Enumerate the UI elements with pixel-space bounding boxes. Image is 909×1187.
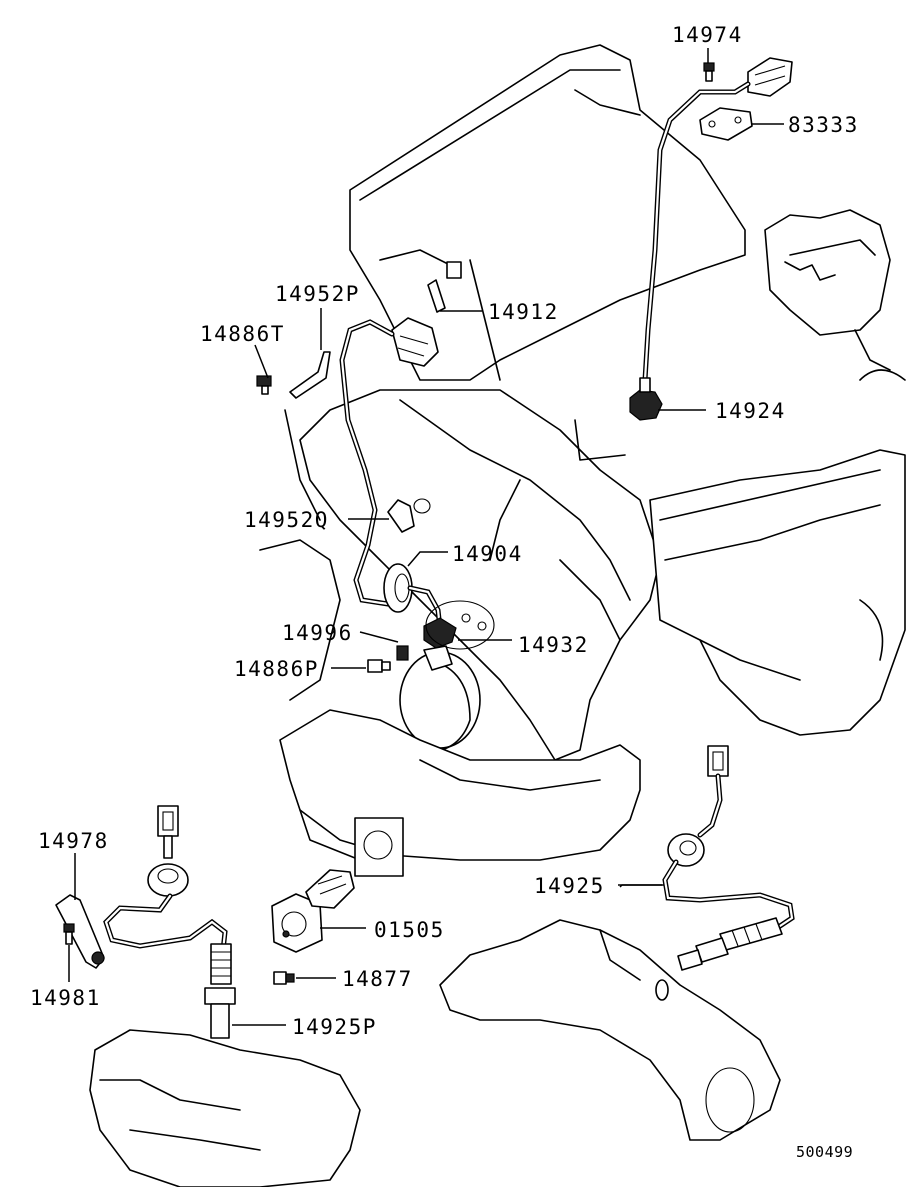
label-14924: 14924 (715, 399, 786, 423)
knock-sensor-14924-shape (629, 377, 663, 421)
part-number-labels: 14974 83333 14952P 14912 14886T 14924 14… (30, 23, 859, 1161)
bolt-14886T-shape (256, 375, 272, 395)
connector-top-shape (747, 57, 793, 97)
label-14952Q: 14952Q (244, 508, 329, 532)
clip-14952P-shape (289, 351, 331, 399)
bracket-14978-shape (55, 894, 105, 969)
grommet-left-shape (147, 863, 189, 897)
label-14877: 14877 (342, 967, 413, 991)
bolt-14886P-shape (367, 659, 391, 673)
leader-lines (68, 48, 784, 1026)
cam-sensor-01505-shape (271, 869, 355, 953)
label-14981: 14981 (30, 986, 101, 1010)
label-14996: 14996 (282, 621, 353, 645)
grommet-right-shape (667, 833, 705, 867)
connector-left-shape (157, 805, 179, 859)
label-14912: 14912 (488, 300, 559, 324)
part-shapes (55, 57, 795, 1039)
label-14978: 14978 (38, 829, 109, 853)
label-14925: 14925 (534, 874, 605, 898)
label-83333: 83333 (788, 113, 859, 137)
engine-block-illustration (89, 44, 906, 1187)
oxygen-sensor-14925-shape (677, 917, 783, 971)
washer-14996-shape (396, 645, 409, 661)
oxygen-sensor-14925P-shape (204, 943, 236, 1039)
diagram-reference-number: 500499 (796, 1143, 853, 1161)
label-14886P: 14886P (234, 657, 319, 681)
connector-mid-shape (391, 317, 439, 367)
bolt-14981-shape (63, 923, 75, 945)
connector-right-shape (707, 745, 729, 777)
label-14932: 14932 (518, 633, 589, 657)
label-01505: 01505 (374, 918, 445, 942)
label-14974: 14974 (672, 23, 743, 47)
bracket-14912-shape (427, 261, 462, 313)
label-14952P: 14952P (275, 282, 360, 306)
screw-14974-shape (703, 62, 715, 82)
label-14886T: 14886T (200, 322, 285, 346)
label-14925P: 14925P (292, 1015, 377, 1039)
bolt-14877-shape (273, 971, 295, 985)
bracket-83333-shape (699, 107, 753, 141)
label-14904: 14904 (452, 542, 523, 566)
crank-sensor-14932-shape (423, 600, 495, 671)
clip-14952Q-shape (387, 498, 431, 533)
